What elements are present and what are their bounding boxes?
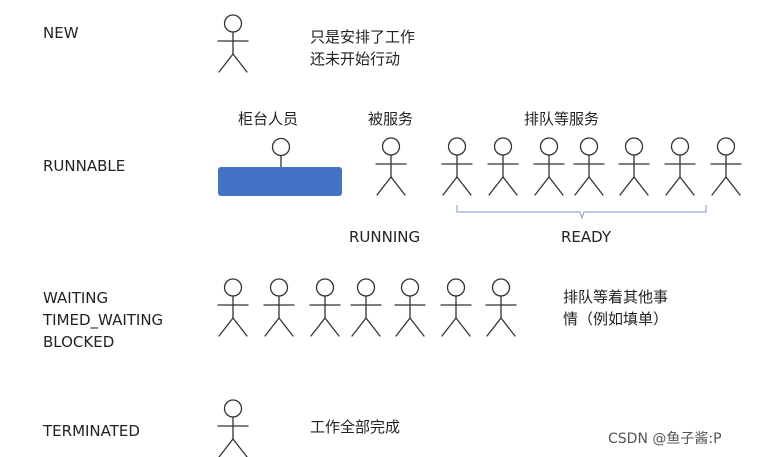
queue-service-label: 排队等服务 [524,110,600,128]
state-runnable: RUNNABLE [43,157,126,175]
waiting-note: 排队等着其他事 情（例如填单） [563,286,668,330]
ready-label: READY [561,228,612,246]
person-icon-waiting-5 [394,278,426,337]
person-icon-ready-7 [710,137,742,196]
counter-staff-icon [271,137,291,167]
state-waiting: WAITING [43,289,109,307]
waiting-note-line-2: 情（例如填单） [563,310,669,328]
state-new: NEW [43,24,79,42]
person-icon-waiting-1 [217,278,249,337]
person-icon-waiting-4 [350,278,382,337]
running-label: RUNNING [349,228,421,246]
person-icon-waiting-3 [309,278,341,337]
person-icon-waiting-2 [263,278,295,337]
watermark: CSDN @鱼子酱:P [608,431,722,447]
person-icon-ready-3 [533,137,565,196]
state-terminated: TERMINATED [43,422,140,440]
being-served-label: 被服务 [368,110,414,128]
person-icon-waiting-6 [440,278,472,337]
person-icon-terminated [217,399,249,457]
person-icon-ready-5 [618,137,650,196]
person-icon-ready-4 [573,137,605,196]
person-icon-new [217,14,249,73]
person-icon-ready-2 [487,137,519,196]
ready-queue-brace [456,205,707,220]
person-icon-running [375,137,407,196]
state-blocked: BLOCKED [43,333,115,351]
person-icon-ready-6 [664,137,696,196]
new-note: 只是安排了工作 还未开始行动 [310,26,415,70]
person-icon-waiting-7 [485,278,517,337]
waiting-note-line-1: 排队等着其他事 [563,288,669,306]
new-note-line-1: 只是安排了工作 [310,28,416,46]
counter-desk [218,167,342,196]
state-waiting-group: WAITING TIMED_WAITING BLOCKED [43,287,163,353]
state-timed-waiting: TIMED_WAITING [43,311,164,329]
person-icon-ready-1 [441,137,473,196]
new-note-line-2: 还未开始行动 [310,50,401,68]
counter-staff-label: 柜台人员 [238,110,299,128]
terminated-note: 工作全部完成 [310,418,401,436]
